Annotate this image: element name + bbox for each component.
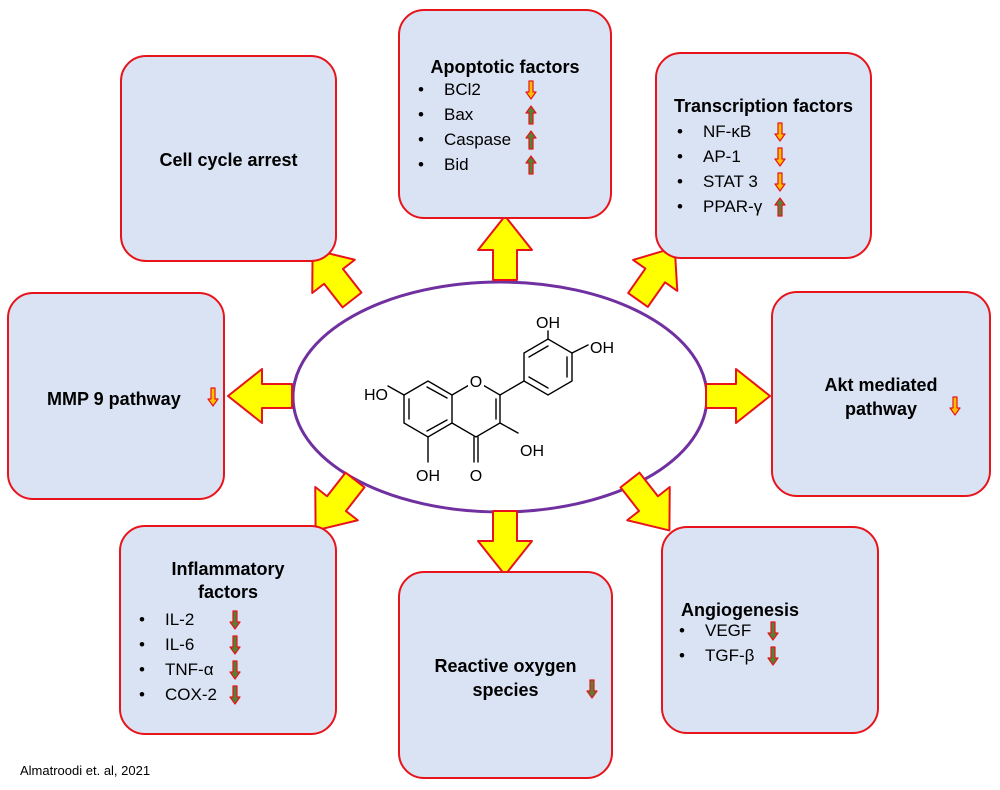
- arrow-to-ros: [477, 510, 533, 576]
- oh-5-label: OH: [416, 468, 440, 485]
- down-arrow-icon: [767, 646, 779, 673]
- down-arrow-icon: [229, 685, 241, 712]
- citation: Almatroodi et. al, 2021: [20, 763, 151, 778]
- transcription-box: Transcription factors NF-κB AP-1 STAT 3 …: [655, 52, 872, 259]
- list-item: IL-6: [139, 632, 241, 657]
- up-arrow-icon: [774, 197, 786, 224]
- ros-title-line2: species: [472, 680, 539, 700]
- list-item: COX-2: [139, 682, 241, 707]
- up-arrow-icon: [525, 130, 537, 157]
- oh-top-label: OH: [536, 315, 560, 332]
- arrow-to-inflammatory: [314, 471, 366, 532]
- angiogenesis-title: Angiogenesis: [681, 600, 800, 620]
- list-item: IL-2: [139, 607, 241, 632]
- arrow-to-cell-cycle: [311, 248, 363, 309]
- down-arrow-icon: [229, 635, 241, 662]
- down-arrow-icon: [774, 122, 786, 149]
- akt-box: Akt mediated pathway: [771, 291, 991, 497]
- list-item: STAT 3: [677, 169, 786, 194]
- down-arrow-icon: [774, 172, 786, 199]
- list-item: Bax: [418, 102, 537, 127]
- apoptotic-list: BCl2 Bax Caspase Bid: [418, 77, 537, 177]
- cell-cycle-box: Cell cycle arrest: [120, 55, 337, 262]
- inflammatory-title-line2: factors: [197, 582, 259, 602]
- ho-left-label: HO: [364, 387, 388, 404]
- akt-title-line2: pathway: [844, 399, 918, 419]
- down-arrow-icon: [949, 396, 961, 421]
- up-arrow-icon: [525, 105, 537, 132]
- inflammatory-title-line1: Inflammatory: [171, 559, 285, 579]
- akt-title-line1: Akt mediated: [824, 375, 938, 395]
- ring-oxygen-label: O: [470, 374, 482, 391]
- arrow-to-mmp9: [227, 368, 293, 424]
- arrow-to-transcription: [627, 246, 679, 308]
- inflammatory-list: IL-2 IL-6 TNF-α COX-2: [139, 607, 241, 707]
- down-arrow-icon: [767, 621, 779, 648]
- mmp9-title: MMP 9 pathway: [47, 389, 181, 409]
- transcription-list: NF-κB AP-1 STAT 3 PPAR-γ: [677, 119, 786, 219]
- oh-right-label: OH: [590, 340, 614, 357]
- ros-title-line1: Reactive oxygen: [434, 656, 577, 676]
- list-item: TGF-β: [679, 643, 779, 668]
- inflammatory-box: Inflammatory factors IL-2 IL-6 TNF-α COX…: [119, 525, 337, 735]
- oh-3-label: OH: [520, 443, 544, 460]
- apoptotic-box: Apoptotic factors BCl2 Bax Caspase Bid: [398, 9, 612, 219]
- cell-cycle-title: Cell cycle arrest: [159, 150, 298, 170]
- down-arrow-icon: [229, 660, 241, 687]
- down-arrow-icon: [525, 80, 537, 107]
- list-item: AP-1: [677, 144, 786, 169]
- apoptotic-title: Apoptotic factors: [430, 57, 580, 77]
- list-item: PPAR-γ: [677, 194, 786, 219]
- down-arrow-icon: [229, 610, 241, 637]
- mmp9-title-row: MMP 9 pathway: [47, 387, 219, 411]
- list-item: TNF-α: [139, 657, 241, 682]
- up-arrow-icon: [525, 155, 537, 182]
- down-arrow-icon: [207, 387, 219, 413]
- down-arrow-icon: [774, 147, 786, 174]
- list-item: NF-κB: [677, 119, 786, 144]
- ros-box: Reactive oxygen species: [398, 571, 613, 779]
- angiogenesis-box: Angiogenesis VEGF TGF-β: [661, 526, 879, 734]
- down-arrow-icon: [586, 679, 598, 704]
- mmp9-box: MMP 9 pathway: [7, 292, 225, 500]
- arrow-to-apoptotic: [477, 215, 533, 281]
- angiogenesis-list: VEGF TGF-β: [679, 618, 779, 668]
- transcription-title: Transcription factors: [673, 96, 854, 116]
- arrow-to-akt: [705, 368, 771, 424]
- list-item: Caspase: [418, 127, 537, 152]
- list-item: VEGF: [679, 618, 779, 643]
- list-item: Bid: [418, 152, 537, 177]
- arrow-to-angiogenesis: [619, 471, 671, 532]
- list-item: BCl2: [418, 77, 537, 102]
- carbonyl-o-label: O: [470, 468, 482, 485]
